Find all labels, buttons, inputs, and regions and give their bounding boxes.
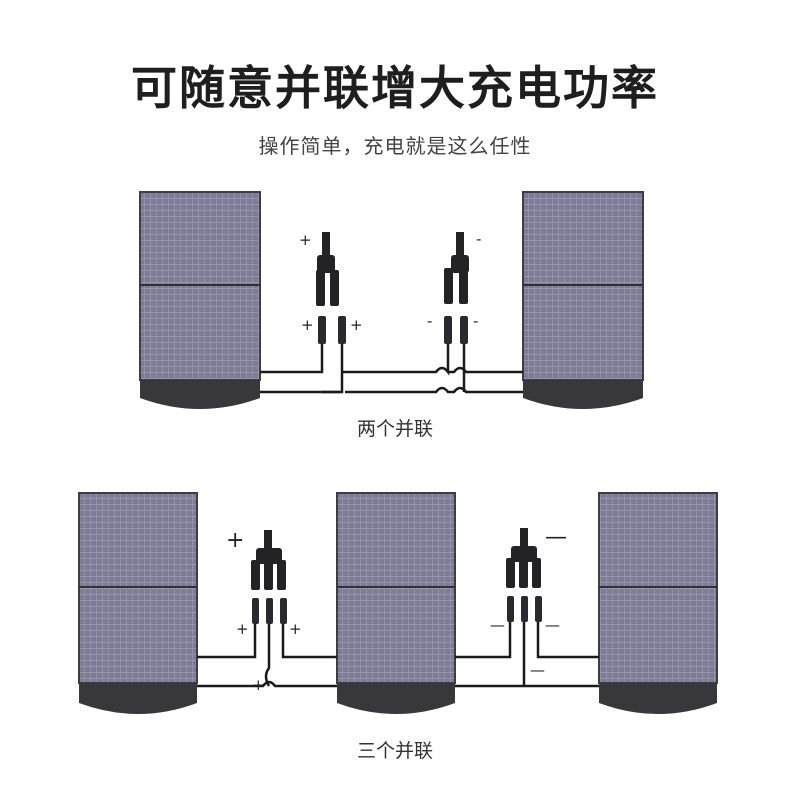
mc4-plugs-positive — [252, 598, 287, 624]
label-plus: + — [299, 231, 312, 249]
label-minus: - — [473, 312, 478, 330]
label-minus: - — [427, 312, 432, 330]
label-plus: + — [252, 676, 265, 694]
panel-base — [79, 683, 197, 714]
label-minus: — — [545, 525, 567, 550]
mc4-plugs-negative — [444, 316, 468, 344]
solar-panel-right — [522, 191, 644, 409]
cables-three-parallel — [197, 622, 599, 688]
solar-panel-left — [139, 191, 261, 409]
caption-three-parallel: 三个并联 — [356, 740, 433, 762]
label-plus: + — [226, 528, 244, 553]
label-minus: — — [545, 616, 560, 634]
panel-base — [599, 683, 717, 714]
mc4-plugs-positive — [318, 316, 346, 344]
y-branch-connector-negative — [444, 232, 469, 304]
caption-two-parallel: 两个并联 — [356, 418, 433, 440]
page-title: 可随意并联增大充电功率 — [131, 61, 659, 115]
label-minus: — — [530, 661, 545, 679]
label-minus: - — [476, 230, 481, 248]
y-branch-connector-positive — [316, 232, 339, 306]
label-plus: + — [289, 620, 302, 638]
label-plus: + — [301, 316, 314, 334]
solar-panel-right — [598, 492, 718, 714]
label-plus: + — [236, 620, 249, 638]
cables-two-parallel — [260, 344, 523, 394]
label-plus: + — [350, 316, 363, 334]
solar-panel-left — [78, 492, 198, 714]
t-branch-connector-positive — [251, 530, 286, 590]
solar-panel-middle — [336, 492, 456, 714]
panel-base — [337, 683, 455, 714]
page-subtitle: 操作简单，充电就是这么任性 — [258, 134, 532, 158]
panel-base — [140, 380, 260, 409]
mc4-plugs-negative — [507, 596, 542, 622]
t-branch-connector-negative — [506, 528, 541, 588]
label-minus: — — [490, 616, 505, 634]
panel-base — [523, 380, 643, 409]
